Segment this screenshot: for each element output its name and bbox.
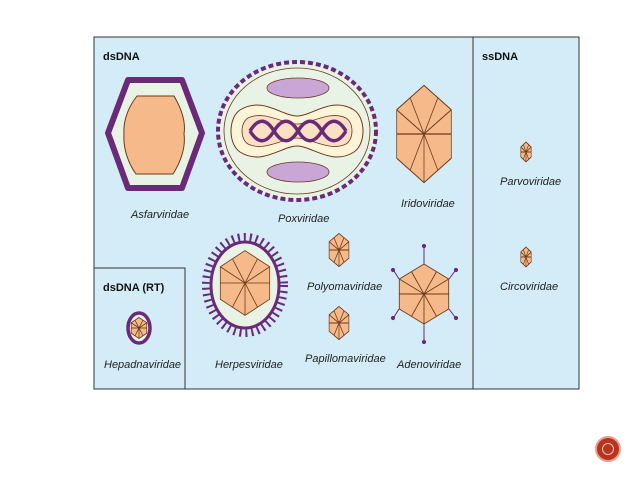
label-herpesviridae: Herpesviridae	[215, 359, 283, 371]
ssdna-panel	[472, 36, 580, 390]
hepadnaviridae-virion	[126, 311, 152, 345]
label-circoviridae: Circoviridae	[500, 281, 558, 293]
label-asfarviridae: Asfarviridae	[130, 209, 189, 221]
herpesviridae-virion	[202, 233, 288, 337]
label-adenoviridae: Adenoviridae	[396, 359, 461, 371]
group-label-dsdna: dsDNA	[103, 51, 140, 63]
label-parvoviridae: Parvoviridae	[500, 176, 561, 188]
parvoviridae-virion	[520, 141, 532, 163]
label-papillomaviridae: Papillomaviridae	[305, 353, 386, 365]
group-label-dsdna-rt: dsDNA (RT)	[103, 282, 165, 294]
asfarviridae-virion	[105, 77, 205, 191]
poxviridae-virion	[216, 60, 378, 202]
label-polyomaviridae: Polyomaviridae	[307, 281, 382, 293]
label-iridoviridae: Iridoviridae	[401, 198, 455, 210]
next-slide-button[interactable]	[595, 436, 621, 462]
group-label-ssdna: ssDNA	[482, 51, 518, 63]
circoviridae-virion	[520, 246, 532, 268]
label-poxviridae: Poxviridae	[278, 213, 329, 225]
label-hepadnaviridae: Hepadnaviridae	[104, 359, 181, 371]
adenoviridae-virion	[390, 243, 459, 345]
